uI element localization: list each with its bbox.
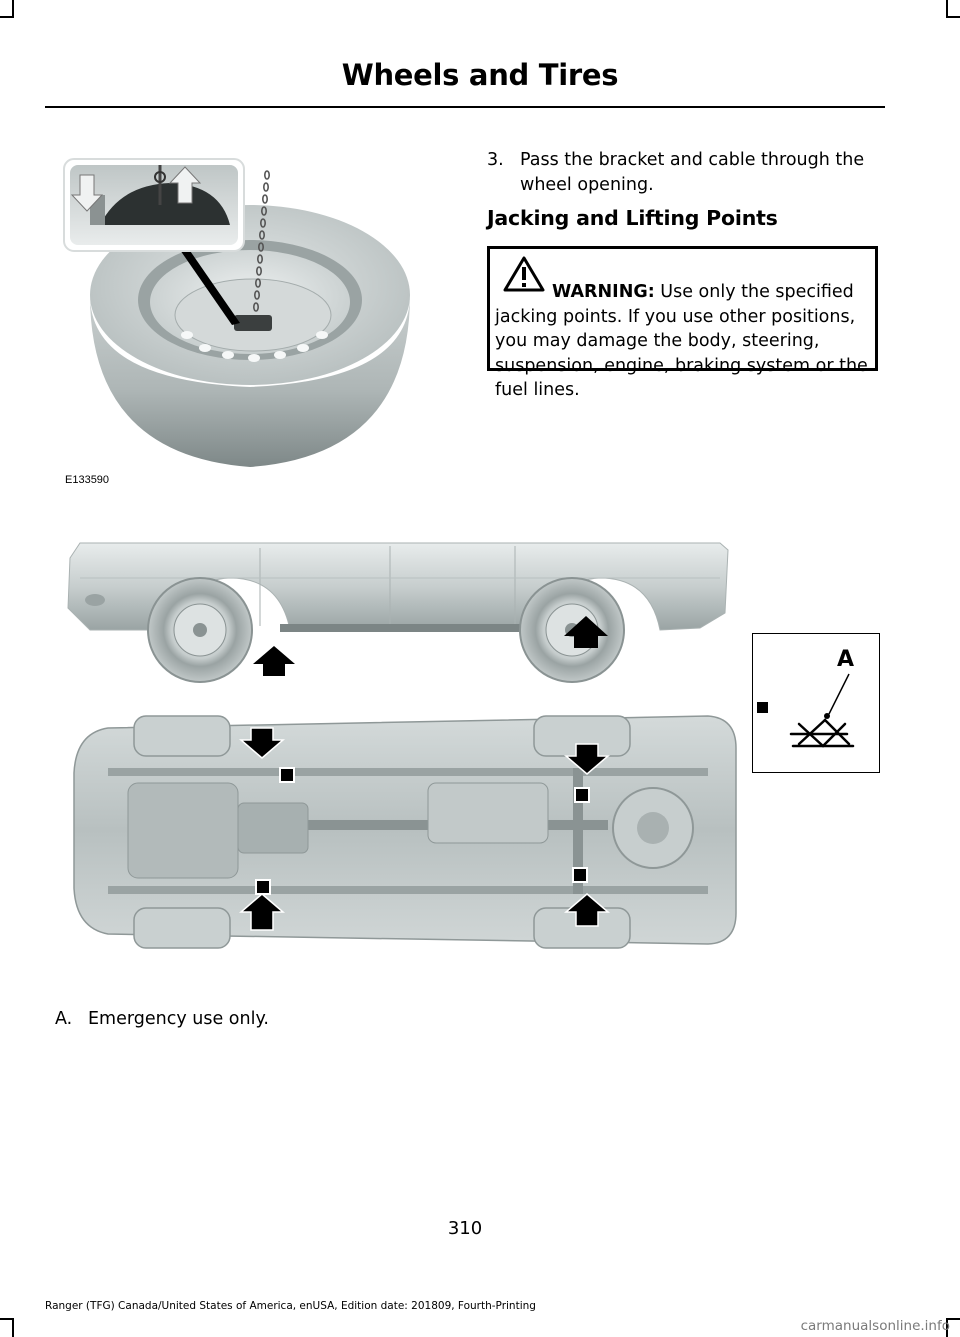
- spare-tire-illustration: E133590: [63, 158, 410, 486]
- callout-letter: A: [837, 647, 854, 672]
- footer-text: Ranger (TFG) Canada/United States of Ame…: [45, 1300, 536, 1312]
- lift-point-up-arrow: [563, 893, 611, 927]
- jacking-point-marker: [757, 702, 768, 713]
- truck-underside-view: [68, 708, 743, 953]
- crop-mark: [0, 16, 14, 18]
- warning-body: Use only the specified jacking points. I…: [495, 282, 868, 400]
- watermark: carmanualsonline.info: [800, 1318, 950, 1334]
- crop-mark: [946, 1318, 948, 1337]
- truck-side-view: [60, 538, 740, 688]
- lift-point-down-arrow: [563, 743, 611, 775]
- legend-key: A.: [55, 1009, 73, 1029]
- crop-mark: [0, 1318, 14, 1320]
- legend-item: A. Emergency use only.: [55, 1009, 269, 1029]
- legend-text: Emergency use only.: [88, 1009, 269, 1029]
- jacking-point-marker: [572, 867, 588, 883]
- warning-triangle-icon: [503, 256, 545, 292]
- truck-underside-illustration: [73, 715, 737, 949]
- crop-mark: [12, 0, 14, 18]
- jacking-point-marker: [574, 787, 590, 803]
- warning-keyword: WARNING:: [552, 282, 655, 302]
- jacking-point-marker: [255, 879, 271, 895]
- step-3: 3. Pass the bracket and cable through th…: [487, 148, 882, 198]
- header-divider: [45, 106, 885, 108]
- crop-mark: [946, 16, 960, 18]
- page-title: Wheels and Tires: [341, 58, 619, 92]
- spare-tire-figure: E133590: [60, 155, 460, 490]
- jacking-point-marker: [279, 767, 295, 783]
- jack-callout-box: A: [752, 633, 880, 773]
- lift-point-up-arrow: [253, 646, 295, 676]
- lift-point-down-arrow: [238, 727, 286, 759]
- crop-mark: [12, 1318, 14, 1337]
- warning-box: WARNING: Use only the specified jacking …: [487, 246, 878, 400]
- lift-point-up-arrow: [564, 616, 608, 648]
- figure-label: E133590: [65, 474, 109, 486]
- lift-point-up-arrow: [238, 893, 286, 931]
- crop-mark: [946, 0, 948, 18]
- warning-text: WARNING: Use only the specified jacking …: [495, 280, 875, 403]
- scissor-jack-illustration: A: [757, 647, 855, 748]
- crop-mark: [946, 1318, 960, 1320]
- step-text: Pass the bracket and cable through the w…: [520, 150, 865, 195]
- page-number: 310: [447, 1218, 483, 1239]
- step-number: 3.: [487, 150, 504, 170]
- truck-side-illustration: [67, 542, 729, 683]
- section-heading: Jacking and Lifting Points: [487, 206, 778, 230]
